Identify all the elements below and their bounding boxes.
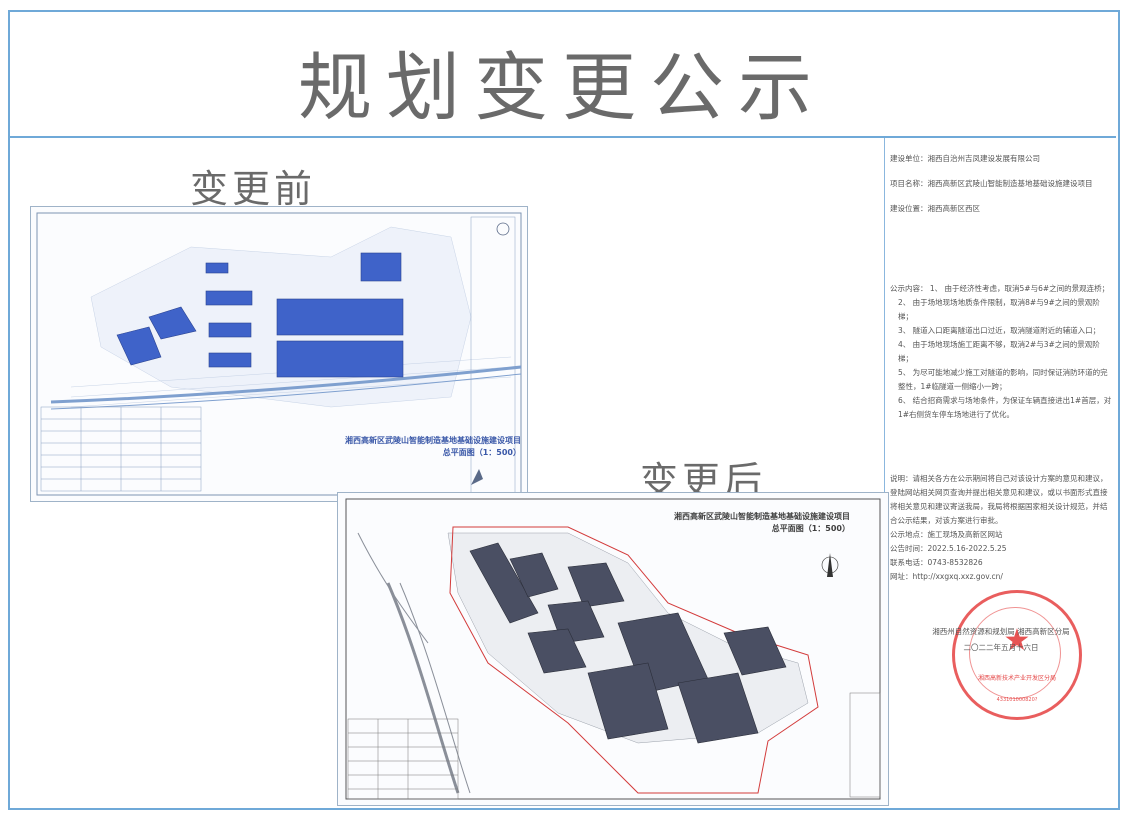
site-plan-before: 湘西高新区武陵山智能制造基地基础设施建设项目 总平面图（1：500） <box>30 206 528 502</box>
title-banner: 规划变更公示 <box>8 10 1116 138</box>
before-drawing-scale: 总平面图（1：500） <box>442 448 521 457</box>
notice-item: 公示内容： 1、 由于经济性考虑，取消5#与6#之间的景观连桥； <box>890 284 1110 293</box>
notice-request: 说明：请相关各方在公示期间将自己对该设计方案的意见和建议，登陆网站相关网页查询并… <box>890 472 1112 584</box>
site-plan-before-graphic <box>36 212 522 496</box>
seal-text: 湘西高新技术产业开发区分局 <box>977 675 1056 682</box>
contact-place: 公示地点：施工现场及高新区网站 <box>890 530 1003 539</box>
after-drawing-scale: 总平面图（1：500） <box>771 524 850 533</box>
site-plan-after-graphic <box>345 498 881 800</box>
notice-item: 5、 为尽可能地减少施工对隧道的影响，同时保证消防环道的完整性，1#临隧道一侧缩… <box>898 368 1108 391</box>
seal-inner-ring <box>969 607 1061 699</box>
after-drawing-title-text: 湘西高新区武陵山智能制造基地基础设施建设项目 <box>674 512 850 521</box>
after-drawing-title: 湘西高新区武陵山智能制造基地基础设施建设项目 总平面图（1：500） <box>638 511 850 535</box>
site-plan-after: 湘西高新区武陵山智能制造基地基础设施建设项目 总平面图（1：500） <box>337 492 889 806</box>
before-label: 变更前 <box>190 167 317 211</box>
seal-number: 433101000820? <box>996 697 1038 703</box>
official-seal: ★ 湘西高新技术产业开发区分局 433101000820? <box>952 590 1082 720</box>
notice-item: 3、 隧道入口距离隧道出口过近，取消隧道附近的辅道入口； <box>898 326 1101 335</box>
notice-item: 2、 由于场地现场地质条件限制，取消8#与9#之间的景观阶梯； <box>898 298 1100 321</box>
signature-date: 二〇二二年五月十六日 <box>963 643 1039 652</box>
before-drawing-title-text: 湘西高新区武陵山智能制造基地基础设施建设项目 <box>345 436 521 445</box>
project-name: 项目名称：湘西高新区武陵山智能制造基地基础设施建设项目 <box>890 179 1093 188</box>
notice-item: 6、 结合招商需求与场地条件，为保证车辆直接进出1#首层，对1#右侧货车停车场地… <box>898 396 1112 419</box>
signature-org: 湘西州自然资源和规划局 湘西高新区分局 <box>932 627 1070 636</box>
contact-website: 网址：http://xxgxq.xxz.gov.cn/ <box>890 572 1003 581</box>
page-frame <box>8 10 1120 810</box>
before-drawing-title: 湘西高新区武陵山智能制造基地基础设施建设项目 总平面图（1：500） <box>261 435 521 459</box>
seal-star-icon: ★ <box>1003 623 1031 658</box>
project-info: 建设单位：湘西自治州吉凤建设发展有限公司 项目名称：湘西高新区武陵山智能制造基地… <box>890 152 1112 216</box>
column-divider <box>884 138 885 806</box>
project-unit: 建设单位：湘西自治州吉凤建设发展有限公司 <box>890 154 1040 163</box>
notice-content: 公示内容： 1、 由于经济性考虑，取消5#与6#之间的景观连桥； 2、 由于场地… <box>890 282 1112 422</box>
request-text: 说明：请相关各方在公示期间将自己对该设计方案的意见和建议，登陆网站相关网页查询并… <box>890 474 1108 525</box>
contact-period: 公告时间：2022.5.16-2022.5.25 <box>890 544 1007 553</box>
project-location: 建设位置：湘西高新区西区 <box>890 204 980 213</box>
page-title: 规划变更公示 <box>298 45 826 131</box>
notice-item: 4、 由于场地现场施工距离不够，取消2#与3#之间的景观阶梯； <box>898 340 1100 363</box>
contact-phone: 联系电话：0743-8532826 <box>890 558 983 567</box>
